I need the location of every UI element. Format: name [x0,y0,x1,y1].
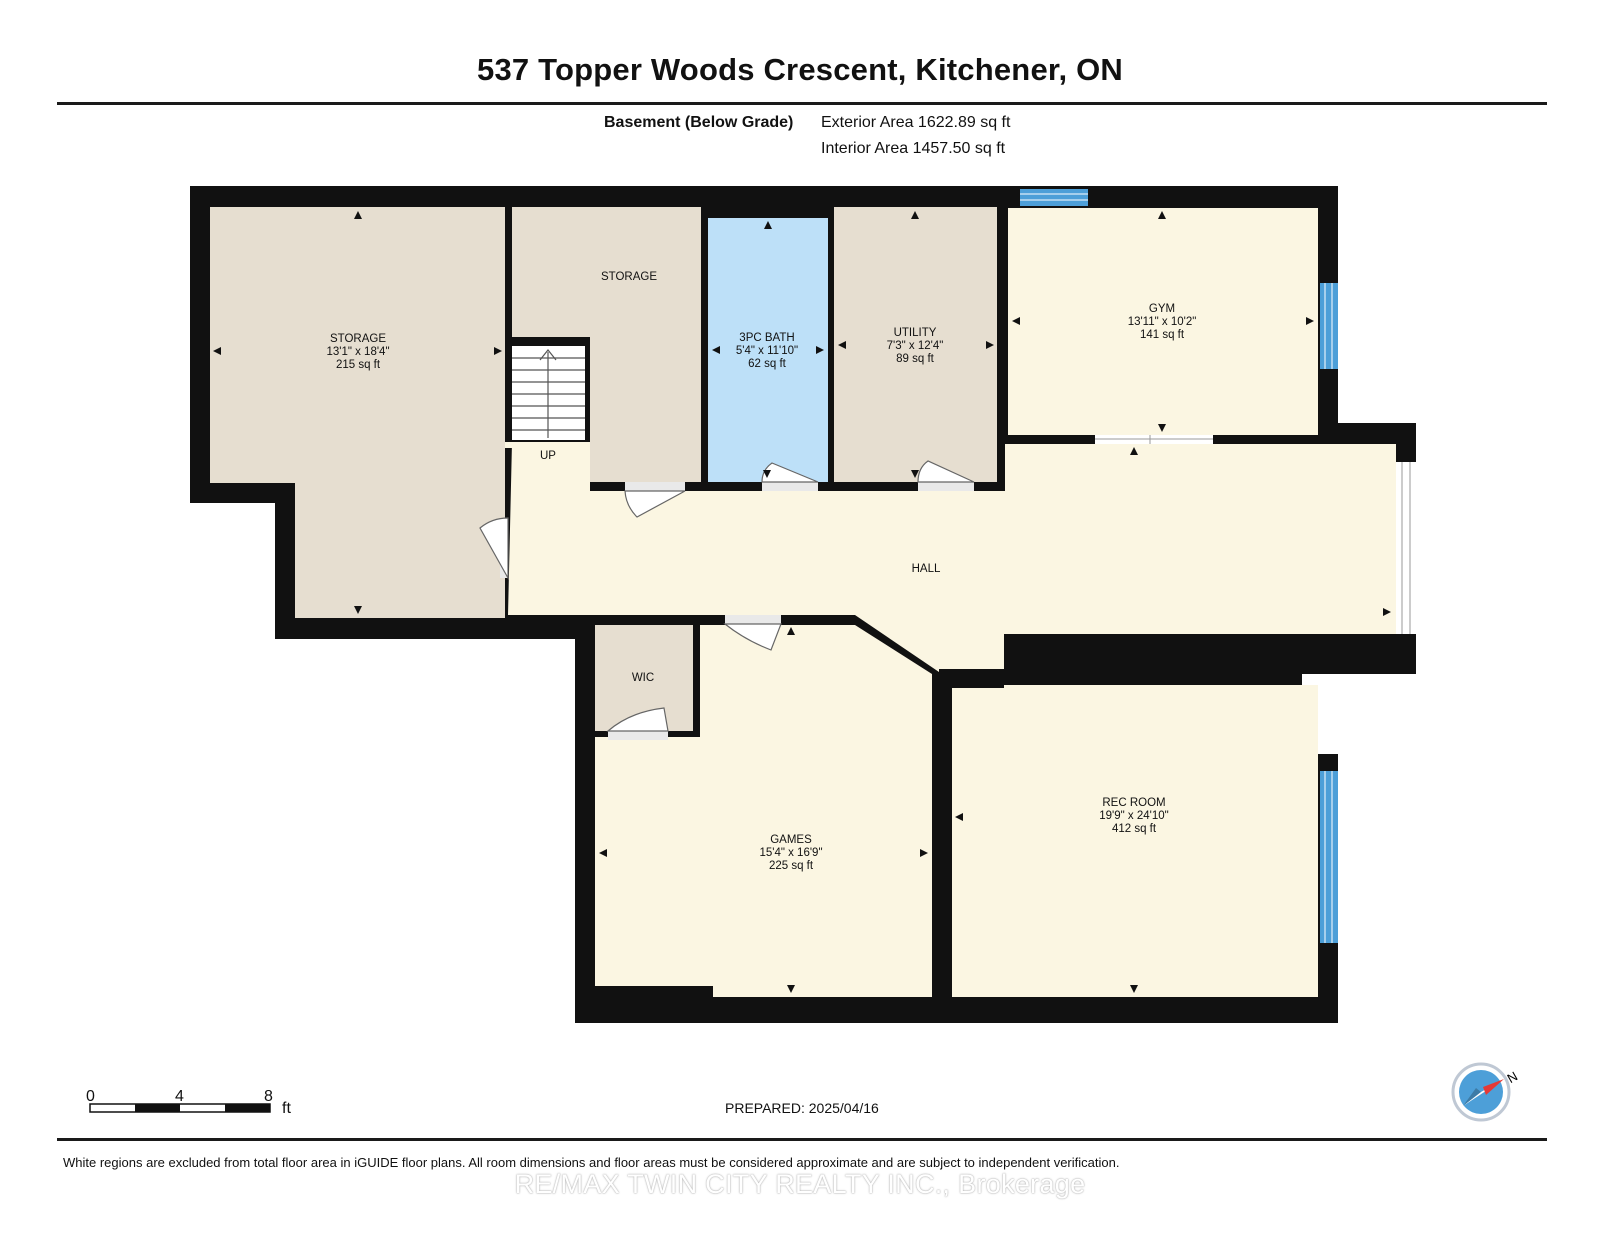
label-gym-name: GYM [1149,303,1175,315]
page-title: 537 Topper Woods Crescent, Kitchener, ON [477,52,1123,87]
window-gym-east [1320,283,1338,369]
label-gym-dims: 13'11" x 10'2" [1128,316,1197,328]
level-label: Basement (Below Grade) [604,114,794,131]
label-games-dims: 15'4" x 16'9" [759,847,822,859]
label-bath-area: 62 sq ft [748,358,787,370]
openings [505,435,1416,634]
window-lines [1020,193,1333,943]
room-bath [708,218,828,482]
room-storage-left [210,207,505,618]
label-storage-left-area: 215 sq ft [336,359,381,371]
hall-stair-opening [505,442,515,448]
exterior-area: Exterior Area 1622.89 sq ft [821,114,1011,131]
notch-cutout [1302,674,1422,754]
doors [479,460,975,740]
label-rec-dims: 19'9" x 24'10" [1099,810,1168,822]
window-top [1020,189,1088,206]
dimension-arrows [213,211,1391,993]
room-games [595,625,932,997]
label-bath-name: 3PC BATH [739,332,794,344]
interior-area: Interior Area 1457.50 sq ft [821,140,1006,157]
scale-tick-0: 0 [86,1088,95,1105]
label-gym-area: 141 sq ft [1140,329,1185,341]
label-games-name: GAMES [770,834,812,846]
label-bath-dims: 5'4" x 11'10" [736,345,798,357]
room-rec [952,685,1318,997]
label-hall-name: HALL [912,563,941,575]
label-storage-mid-name: STORAGE [601,271,657,283]
label-stairs: UP [540,450,556,462]
compass-icon [1451,1062,1511,1122]
label-utility-name: UTILITY [894,327,937,339]
room-fills [210,207,1396,997]
label-rec-area: 412 sq ft [1112,823,1157,835]
prepared-date: PREPARED: 2025/04/16 [725,1100,879,1116]
room-storage-mid [512,207,701,482]
scale-tick-4: 4 [175,1088,184,1105]
window-rec-east [1320,771,1338,943]
scale-unit: ft [282,1100,291,1117]
hall-east-door [1396,462,1416,634]
room-gym [1008,208,1318,435]
room-labels: STORAGE 13'1" x 18'4" 215 sq ft STORAGE … [326,271,1196,872]
room-utility [834,207,997,482]
label-storage-left-dims: 13'1" x 18'4" [326,346,389,358]
header-rule [57,102,1547,105]
stair-treads [512,349,585,438]
label-utility-dims: 7'3" x 12'4" [887,340,944,352]
label-utility-area: 89 sq ft [896,353,935,365]
scale-tick-8: 8 [264,1088,273,1105]
room-hall [508,442,1396,672]
footer-rule [57,1138,1547,1141]
label-wic-name: WIC [632,672,654,684]
disclaimer: White regions are excluded from total fl… [63,1155,1120,1170]
label-rec-name: REC ROOM [1102,797,1165,809]
brokerage-watermark: RE/MAX TWIN CITY REALTY INC., Brokerage [514,1169,1086,1199]
scale-bar [89,1103,271,1113]
label-storage-left-name: STORAGE [330,333,386,345]
label-games-area: 225 sq ft [769,860,814,872]
